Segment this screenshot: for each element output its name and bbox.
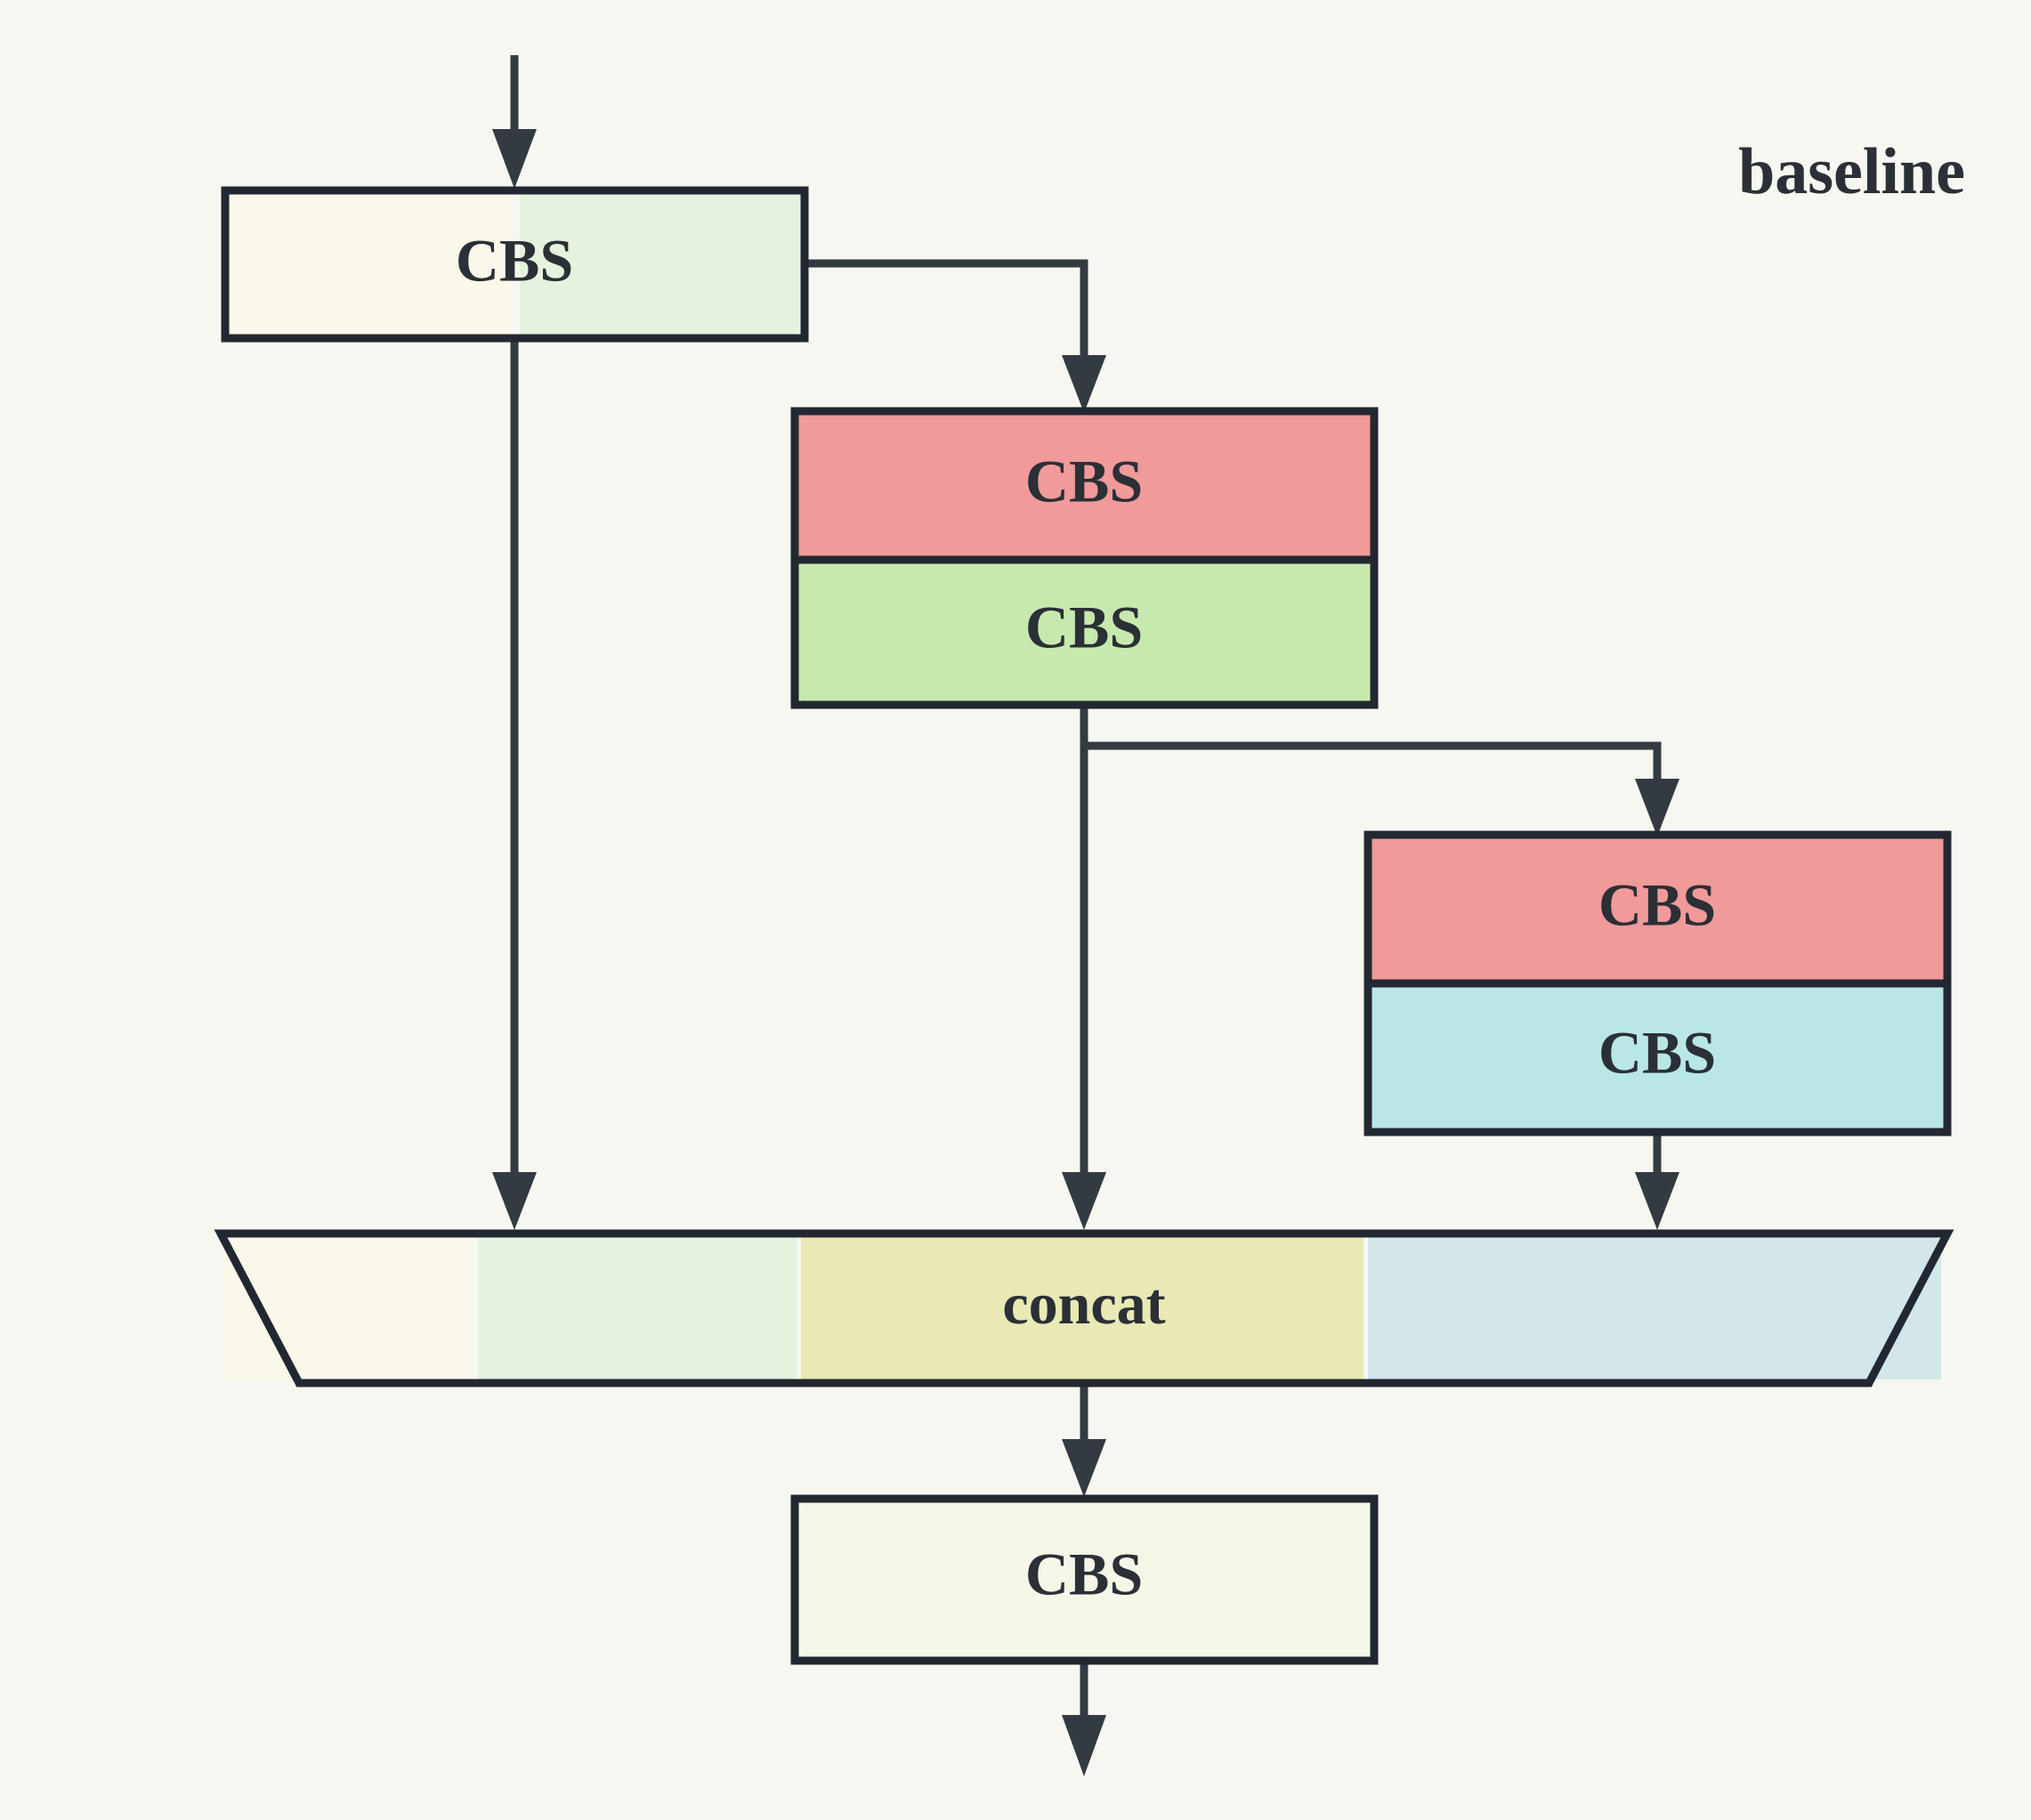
cbs-top-outline	[221, 186, 809, 343]
edge-concat-to-cbs-bottom	[1062, 1381, 1106, 1497]
node-cbs-right-red[interactable]: CBS	[1372, 838, 1944, 980]
concat-outline	[214, 1229, 1954, 1387]
cbs-mid-red-label: CBS	[1025, 448, 1143, 515]
edge-input-to-cbs-top	[492, 55, 537, 189]
cbs-bottom-label: CBS	[1025, 1541, 1143, 1608]
concat-label: concat	[1002, 1272, 1165, 1337]
edge-cbs-bottom-to-output	[1062, 1661, 1106, 1776]
arrowhead-skip-mid	[1062, 1172, 1106, 1230]
arrowhead-skip-left	[492, 1172, 537, 1230]
cbs-mid-green-fill	[798, 563, 1371, 701]
arrowhead-cbs-mid	[1062, 355, 1106, 413]
edge-cbs-right-to-concat	[1635, 1132, 1679, 1230]
concat-segment-4	[1368, 1237, 1941, 1379]
cbs-bottom-outline	[790, 1494, 1379, 1665]
cbs-mid-red-fill	[798, 415, 1371, 556]
concat-segment-3	[801, 1237, 1363, 1379]
cbs-top-label: CBS	[456, 227, 573, 295]
node-cbs-mid-red[interactable]: CBS	[798, 415, 1371, 556]
cbs-right-cyan-label: CBS	[1598, 1019, 1716, 1087]
arrowhead-skip-right	[1635, 1172, 1679, 1230]
edge-cbs-top-to-concat	[492, 342, 537, 1230]
node-cbs-right-group-outline	[1363, 830, 1952, 1136]
node-cbs-mid-green[interactable]: CBS	[798, 563, 1371, 701]
cbs-bottom-fill	[798, 1502, 1371, 1657]
node-cbs-right-cyan[interactable]: CBS	[1372, 987, 1944, 1128]
cbs-mid-green-label: CBS	[1025, 594, 1143, 661]
arrowhead-cbs-right	[1635, 779, 1679, 837]
node-cbs-bottom[interactable]: CBS	[790, 1494, 1379, 1665]
arrowhead-output	[1062, 1715, 1106, 1776]
cbs-top-left-half	[225, 190, 513, 338]
cbs-top-right-half	[520, 190, 805, 338]
diagram-title: baseline	[1738, 135, 1965, 208]
edge-cbs-mid-to-concat	[1062, 705, 1106, 1230]
node-cbs-mid-group-outline	[790, 407, 1379, 709]
edge-cbs-top-to-cbs-mid	[807, 259, 1106, 413]
node-concat[interactable]: concat	[214, 1229, 1954, 1387]
cbs-right-red-fill	[1372, 838, 1944, 980]
cbs-right-red-label: CBS	[1598, 871, 1716, 939]
node-cbs-top[interactable]: CBS	[221, 186, 809, 343]
arrowhead-cbs-bottom	[1062, 1439, 1106, 1497]
arrowhead-input	[492, 129, 537, 189]
cbs-right-cyan-fill	[1372, 987, 1944, 1128]
concat-segment-2	[478, 1237, 797, 1379]
